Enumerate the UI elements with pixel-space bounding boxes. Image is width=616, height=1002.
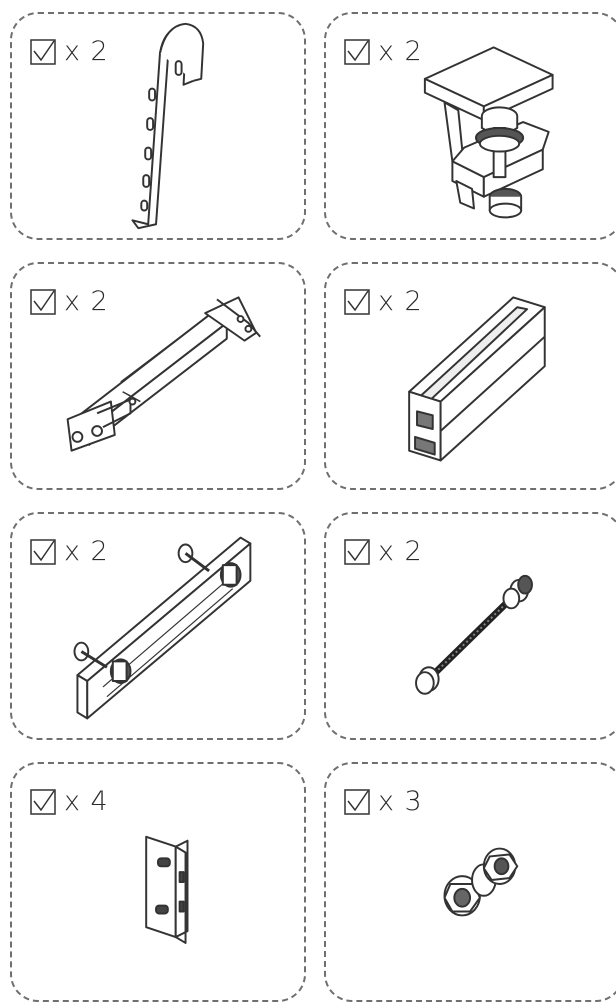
part-card-end-clamp: x 2 — [324, 12, 616, 240]
checkbox-icon — [30, 38, 56, 65]
quantity-row: x 2 — [344, 538, 423, 565]
checkbox-icon — [344, 788, 370, 815]
quantity-label: x 2 — [64, 536, 109, 567]
part-card-bolt-nut-set: x 3 — [324, 762, 616, 1002]
quantity-label: x 2 — [378, 36, 423, 67]
quantity-row: x 2 — [30, 538, 109, 565]
checkbox-icon — [344, 288, 370, 315]
quantity-row: x 3 — [344, 788, 423, 815]
quantity-label: x 2 — [378, 536, 423, 567]
quantity-row: x 2 — [344, 38, 423, 65]
part-card-hex-bolt: x 2 — [324, 512, 616, 740]
part-card-l-bracket: x 4 — [10, 762, 306, 1002]
part-card-rail-splice: x 2 — [10, 512, 306, 740]
checkbox-icon — [30, 788, 56, 815]
checkbox-icon — [30, 538, 56, 565]
quantity-label: x 3 — [378, 786, 423, 817]
quantity-row: x 2 — [30, 288, 109, 315]
part-card-adjustable-rear-leg: x 2 — [10, 262, 306, 490]
quantity-label: x 4 — [64, 786, 109, 817]
quantity-row: x 4 — [30, 788, 109, 815]
quantity-label: x 2 — [64, 286, 109, 317]
quantity-row: x 2 — [344, 288, 423, 315]
quantity-label: x 2 — [64, 36, 109, 67]
checkbox-icon — [30, 288, 56, 315]
part-card-roof-hook: x 2 — [10, 12, 306, 240]
checkbox-icon — [344, 538, 370, 565]
part-card-mounting-rail: x 2 — [324, 262, 616, 490]
checkbox-icon — [344, 38, 370, 65]
quantity-row: x 2 — [30, 38, 109, 65]
quantity-label: x 2 — [378, 286, 423, 317]
